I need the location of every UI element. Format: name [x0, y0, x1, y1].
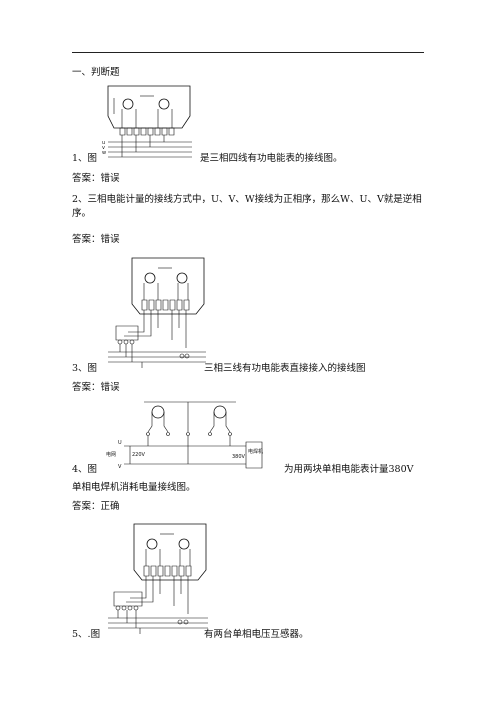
q3-prefix: 3、图 — [72, 363, 98, 374]
q2-answer: 答案：错误 — [72, 233, 120, 247]
q4-answer-prefix: 答案： — [72, 501, 101, 512]
fig4-label-380v: 380V — [232, 454, 246, 460]
q5-text: 有两台单相电压互感器。 — [204, 629, 309, 640]
fig1-label-u: u — [102, 140, 105, 146]
section-title: 一、判断题 — [72, 67, 120, 78]
q4-prefix: 4、图 — [72, 464, 98, 475]
fig4-label-v: V — [118, 464, 122, 470]
fig4-label-u: U — [118, 440, 122, 446]
figure-5-two-voltage-transformers-diagram — [100, 520, 210, 638]
q1-prefix: 1、图 — [72, 153, 98, 164]
q3-answer-value: 错误 — [100, 382, 120, 393]
q1-text: 是三相四线有功电能表的接线图。 — [200, 153, 343, 164]
fig4-label-grid: 电网 — [106, 451, 116, 458]
figure-4-welder-two-meter-diagram: U V 220V 380V 电网 电焊机 — [106, 398, 263, 470]
q1-answer: 答案：错误 — [72, 172, 120, 186]
q3-text: 三相三线有功电能表直接接入的接线图 — [204, 363, 366, 374]
figure-3-three-phase-three-wire-diagram — [98, 252, 208, 372]
q1-answer-prefix: 答案： — [72, 173, 101, 184]
q1-answer-value: 错误 — [100, 173, 120, 184]
q2-text: 2、三相电能计量的接线方式中，U、V、W接线为正相序，那么W、U、V就是逆相序。 — [72, 194, 422, 219]
q5-prefix: 5、.图 — [72, 629, 101, 640]
fig4-label-machine: 电焊机 — [248, 448, 263, 455]
q3-answer: 答案：错误 — [72, 381, 120, 395]
q3-answer-prefix: 答案： — [72, 382, 101, 393]
q4-answer-value: 正确 — [100, 501, 120, 512]
q2-answer-value: 错误 — [100, 234, 120, 245]
q4-text-line1: 为用两块单相电能表计量380V — [284, 464, 414, 475]
header-rule — [72, 52, 424, 53]
q4-answer: 答案：正确 — [72, 500, 120, 514]
q2-answer-prefix: 答案： — [72, 234, 101, 245]
fig1-label-w: w — [102, 150, 106, 156]
q4-text-line2: 单相电焊机消耗电量接线图。 — [72, 482, 196, 493]
fig1-label-v: v — [102, 145, 105, 151]
fig4-label-220v: 220V — [132, 452, 146, 458]
figure-1-three-phase-four-wire-diagram: u v w — [102, 84, 200, 160]
